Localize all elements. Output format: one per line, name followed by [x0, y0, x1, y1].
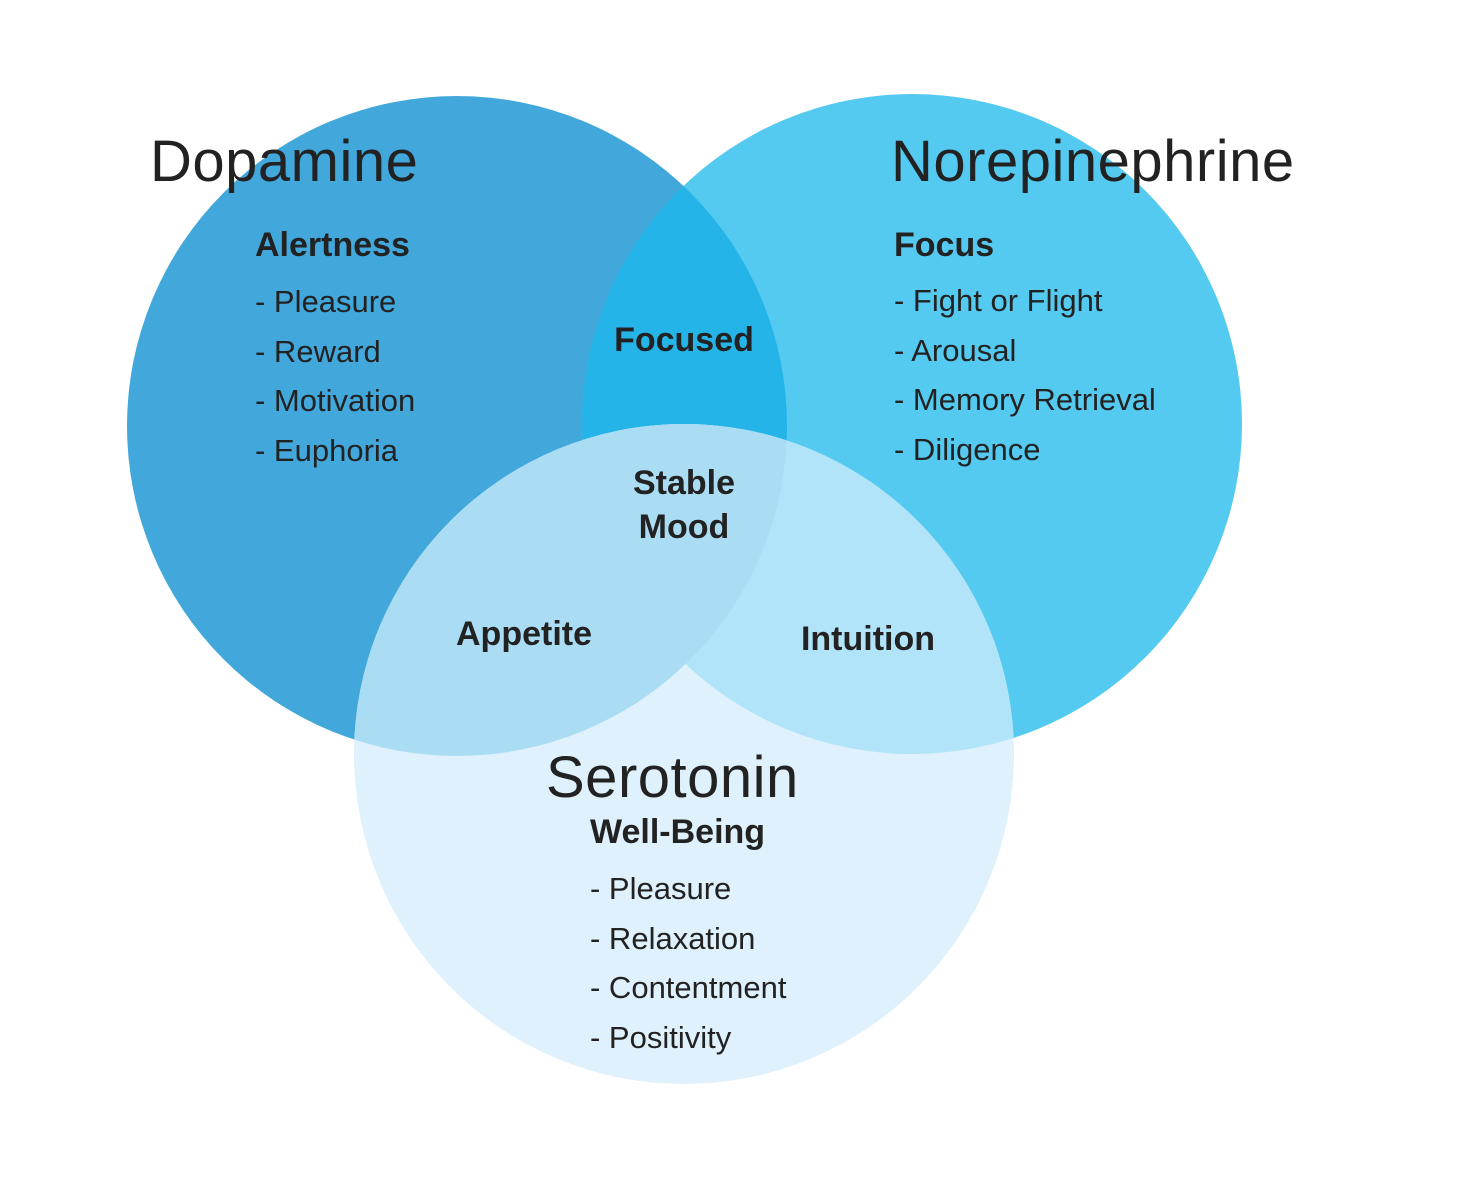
- list-item: - Arousal: [894, 332, 1017, 368]
- overlap-label-stable: Stable: [632, 464, 736, 502]
- serotonin-norepinephrine-overlap: [582, 424, 1014, 754]
- list-item: - Pleasure: [255, 284, 397, 319]
- list-item: - Memory Retrieval: [894, 382, 1156, 417]
- norepinephrine-title: Norepinephrine: [891, 129, 1295, 194]
- list-item: - Pleasure: [590, 871, 732, 906]
- overlap-label-focused: Focused: [614, 321, 754, 359]
- overlap-label-intuition: Intuition: [800, 620, 936, 658]
- serotonin-heading: Well-Being: [590, 813, 766, 851]
- list-item: - Positivity: [590, 1019, 732, 1055]
- list-item: - Euphoria: [255, 432, 399, 468]
- list-item: - Relaxation: [590, 920, 756, 956]
- list-item: - Diligence: [894, 431, 1041, 467]
- overlap-label-appetite: Appetite: [456, 615, 592, 653]
- dopamine-heading: Alertness: [255, 226, 410, 264]
- dopamine-list: - Pleasure - Reward - Motivation - Eupho…: [255, 277, 415, 475]
- norepinephrine-list: - Fight or Flight - Arousal - Memory Ret…: [894, 276, 1156, 474]
- list-item: - Motivation: [255, 383, 416, 418]
- list-item: - Contentment: [590, 970, 787, 1005]
- overlap-label-mood: Mood: [638, 508, 730, 546]
- list-item: - Reward: [255, 333, 381, 369]
- list-item: - Fight or Flight: [894, 283, 1103, 318]
- norepinephrine-heading: Focus: [894, 226, 995, 264]
- dopamine-title: Dopamine: [150, 129, 419, 194]
- serotonin-title: Serotonin: [546, 745, 799, 810]
- serotonin-list: - Pleasure - Relaxation - Contentment - …: [590, 864, 786, 1062]
